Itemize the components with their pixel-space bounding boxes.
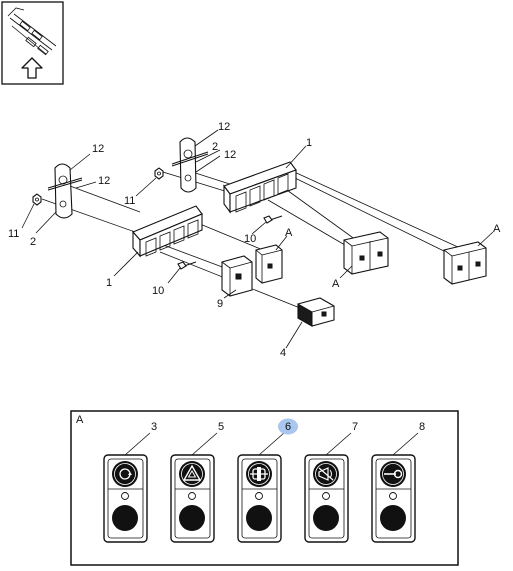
hitch-hook-icon — [380, 461, 406, 487]
indicator-lamp — [255, 492, 263, 500]
switch-face-7: 7 — [304, 421, 358, 543]
indicator-lamp — [188, 492, 196, 500]
callout-1-left: 1 — [106, 277, 112, 289]
screw-right — [263, 215, 283, 224]
switch-number-label: 8 — [419, 421, 425, 433]
switch-press-pad — [380, 505, 406, 531]
switch-press-pad — [313, 505, 339, 531]
switch-number-label: 3 — [151, 421, 157, 433]
switch-inner-bezel — [107, 458, 144, 539]
callout-11-left: 11 — [8, 228, 19, 240]
callout-2-right: 2 — [212, 141, 218, 153]
indicator-lamp — [121, 492, 129, 500]
switch-press-pad — [246, 505, 272, 531]
left-switch-housing — [132, 205, 203, 258]
indicator-lamp — [389, 492, 397, 500]
switch-inner-bezel — [308, 458, 345, 539]
callout-a-switch-middle: A — [332, 278, 340, 290]
right-nut — [154, 167, 164, 180]
right-switch-housing — [223, 161, 297, 214]
switch-inner-bezel — [241, 458, 278, 539]
callout-12-left-lower: 12 — [98, 175, 110, 187]
forward-arrow-icon — [21, 57, 43, 79]
switch-number-label: 6 — [285, 421, 291, 433]
highlight-marker — [278, 418, 298, 435]
screw-left — [177, 261, 197, 270]
switch-face-5: 5 — [170, 421, 224, 543]
callout-leaders — [21, 129, 494, 349]
left-mounting-bracket — [47, 163, 83, 219]
callout-a-switch-left: A — [285, 227, 293, 239]
switch-module-a-middle — [343, 231, 389, 275]
circular-arrow-icon — [112, 461, 138, 487]
switch-press-pad — [179, 505, 205, 531]
switch-face-8: 8 — [371, 421, 425, 543]
callout-10-right: 10 — [244, 233, 256, 245]
switch-module-a-left — [255, 244, 283, 284]
horn-icon — [313, 461, 339, 487]
callout-1-right: 1 — [306, 137, 312, 149]
callout-4: 4 — [280, 347, 286, 359]
detail-label: A — [76, 414, 84, 426]
callout-2-left: 2 — [30, 236, 36, 248]
callout-labels: 12 12 11 2 1 10 12 2 12 11 1 10 A 9 4 A … — [8, 121, 501, 359]
switch-inner-bezel — [174, 458, 211, 539]
switch-module-a-right — [443, 241, 487, 285]
right-mounting-bracket — [171, 137, 209, 193]
switch-inner-bezel — [375, 458, 412, 539]
left-nut — [32, 193, 42, 206]
indicator-lamp — [322, 492, 330, 500]
callout-10-left: 10 — [152, 285, 164, 297]
switch-number-label: 5 — [218, 421, 224, 433]
callout-a-switch-right: A — [493, 223, 501, 235]
vehicle-location-thumbnail — [1, 1, 64, 85]
callout-12-left-upper: 12 — [92, 143, 104, 155]
callout-9: 9 — [217, 298, 223, 310]
switch-face-3: 3 — [103, 421, 157, 543]
callout-12-right-upper: 12 — [218, 121, 230, 133]
four-wheel-drive-icon — [246, 461, 272, 487]
hazard-warning-icon — [179, 461, 205, 487]
dashboard-outline-icon — [7, 7, 57, 56]
switch-row: 3 5 6 7 8 — [103, 418, 425, 543]
switch-module-9 — [221, 255, 253, 297]
switch-press-pad — [112, 505, 138, 531]
switch-number-label: 7 — [352, 421, 358, 433]
detail-panel-a: A 3 5 6 7 8 — [70, 410, 459, 566]
switch-face-6: 6 — [237, 418, 298, 543]
callout-11-right: 11 — [124, 195, 135, 207]
blanking-plug — [297, 297, 335, 327]
callout-12-right-lower: 12 — [224, 149, 236, 161]
